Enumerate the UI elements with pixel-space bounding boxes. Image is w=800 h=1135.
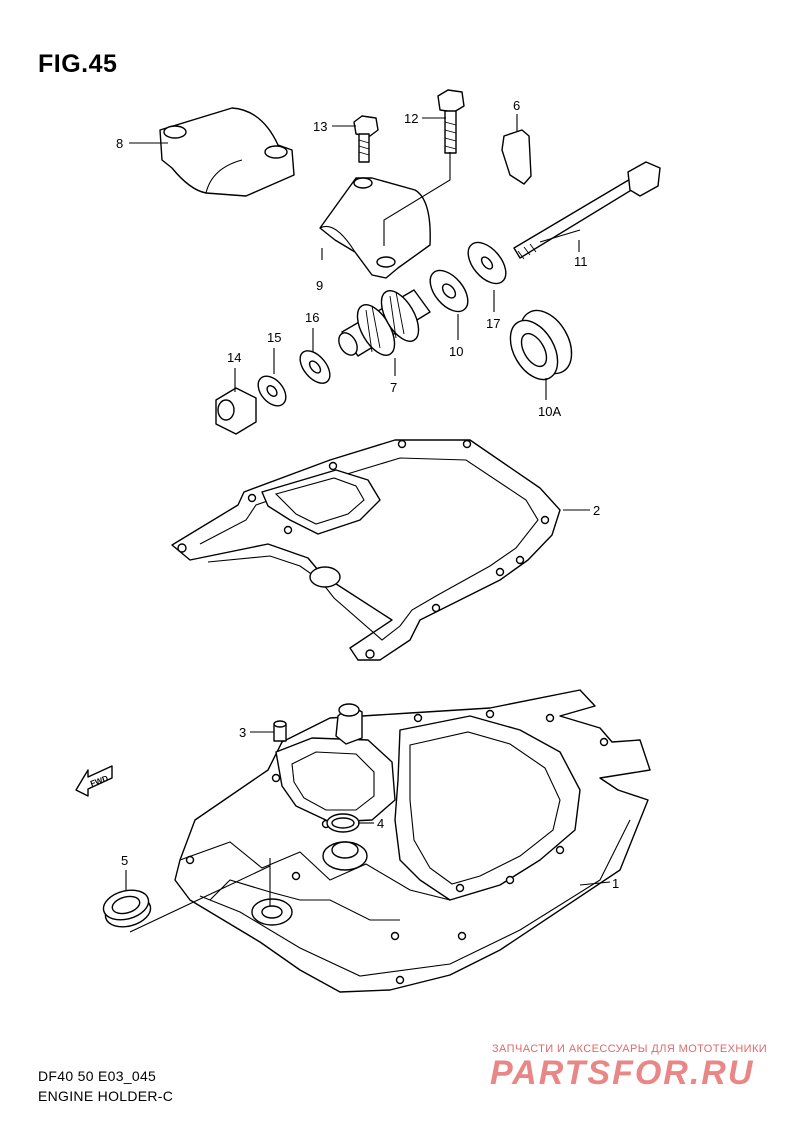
part-1-engine-holder <box>174 689 651 993</box>
part-13-bolt <box>353 115 379 163</box>
part-5-oil-seal <box>102 889 152 928</box>
callout-10a: 10A <box>538 404 561 419</box>
part-2-gasket <box>171 439 561 661</box>
callout-1: 1 <box>612 876 619 891</box>
fwd-arrow-icon: FWD <box>75 765 113 797</box>
figure-title: FIG.45 <box>38 50 118 78</box>
callout-16: 16 <box>305 310 319 325</box>
part-15-washer <box>257 375 287 407</box>
part-11-bolt <box>513 161 661 260</box>
part-3-dowel <box>273 720 287 742</box>
callout-9: 9 <box>316 278 323 293</box>
watermark-tagline: ЗАПЧАСТИ И АКСЕССУАРЫ ДЛЯ МОТОТЕХНИКИ <box>492 1043 768 1055</box>
callout-14: 14 <box>227 350 241 365</box>
callout-4: 4 <box>377 816 384 831</box>
part-17-washer <box>467 241 507 285</box>
part-7-shaft <box>338 289 431 357</box>
callout-13: 13 <box>313 119 327 134</box>
part-10-washer <box>429 269 469 313</box>
callout-3: 3 <box>239 725 246 740</box>
diagram-name: ENGINE HOLDER-C <box>38 1088 174 1104</box>
diagram-code: DF40 50 E03_045 <box>38 1068 157 1084</box>
part-6-pad <box>501 129 532 185</box>
callout-10: 10 <box>449 344 463 359</box>
part-4-o-ring <box>326 813 360 833</box>
part-16-washer <box>299 350 331 384</box>
callout-15: 15 <box>267 330 281 345</box>
callout-6: 6 <box>513 98 520 113</box>
part-12-bolt <box>437 89 465 154</box>
callout-7: 7 <box>390 380 397 395</box>
callout-12: 12 <box>404 111 418 126</box>
part-8-clamp <box>159 107 295 197</box>
callout-8: 8 <box>116 136 123 151</box>
callout-5: 5 <box>121 853 128 868</box>
leader-lines <box>125 114 611 933</box>
part-10a-bushing <box>509 309 573 381</box>
watermark-logo: PARTSFOR.RU <box>490 1054 755 1092</box>
callout-2: 2 <box>593 503 600 518</box>
part-9-clamp <box>319 177 431 279</box>
part-14-nut <box>215 387 257 435</box>
callout-17: 17 <box>486 316 500 331</box>
callout-11: 11 <box>574 254 588 269</box>
